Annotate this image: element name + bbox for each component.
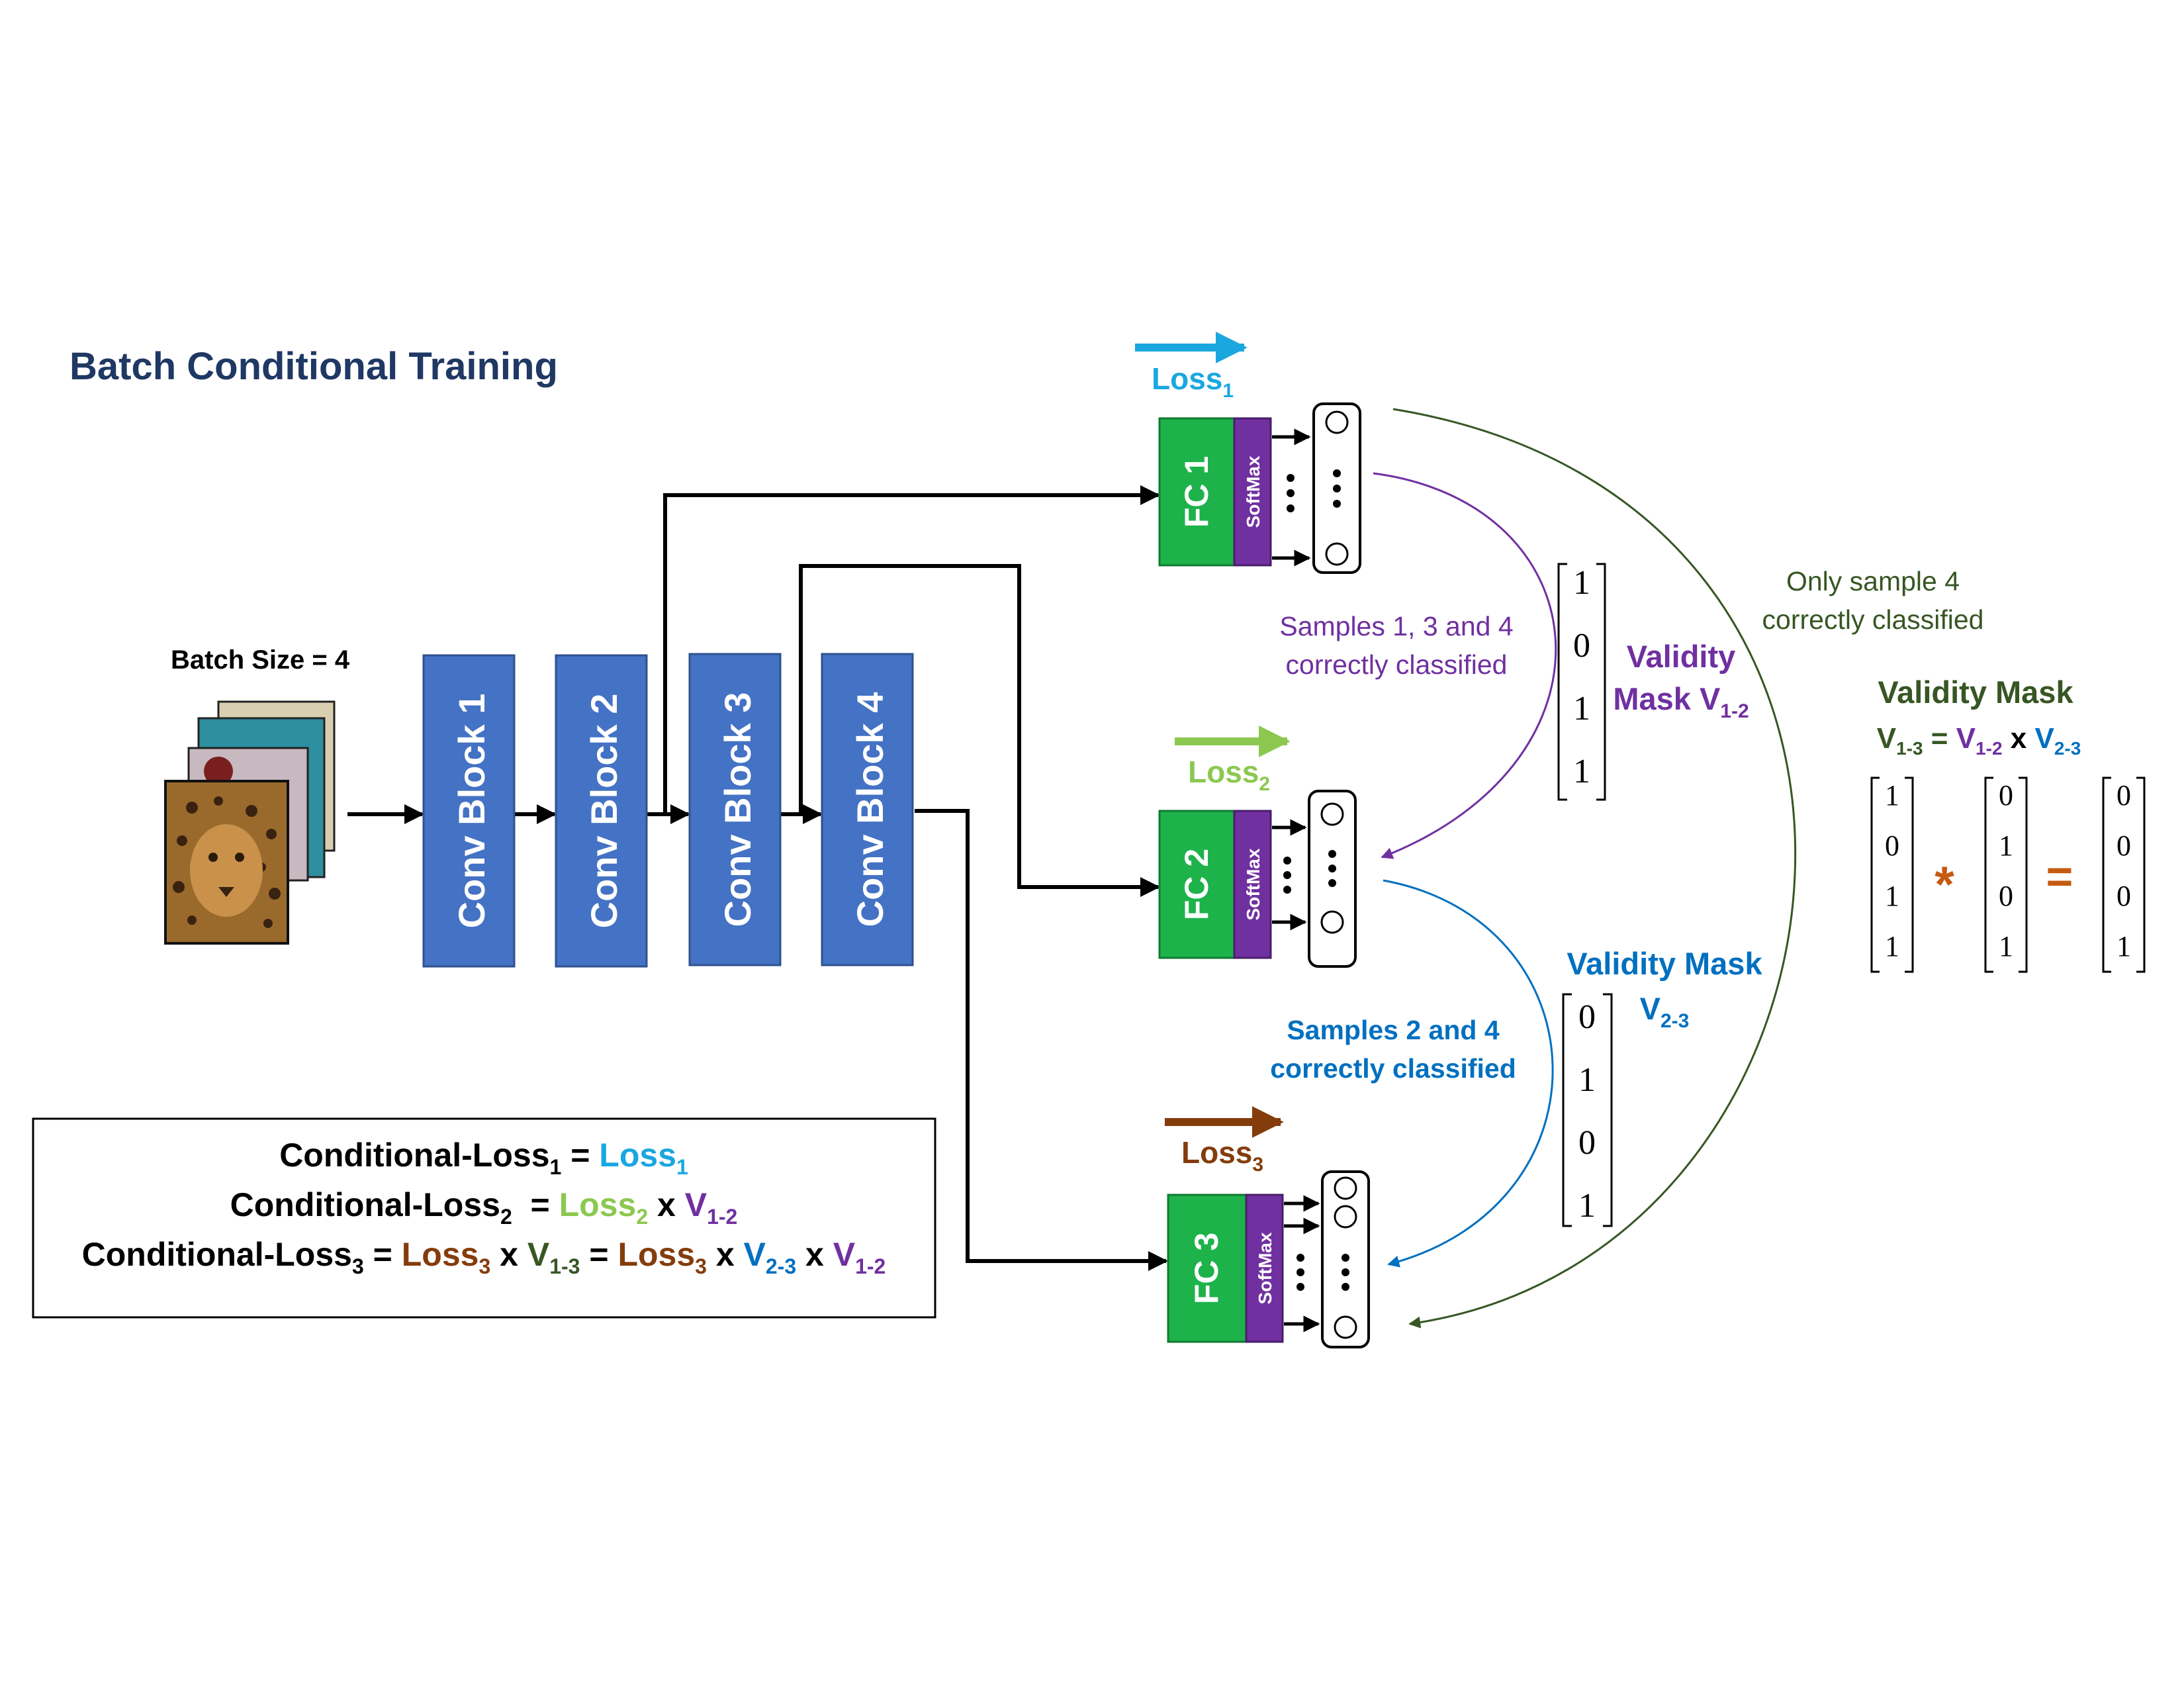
annotation-only4-line2: correctly classified <box>1762 604 1984 635</box>
conv-block-3: Conv Block 3 <box>688 653 782 966</box>
batch-size-label: Batch Size = 4 <box>171 645 350 675</box>
conv-block-4: Conv Block 4 <box>821 653 914 966</box>
softmax1-box <box>1233 417 1272 567</box>
loss1-label: Loss1 <box>1152 361 1234 402</box>
op-equals: = <box>2046 851 2073 902</box>
mask-v23-value-2: 1 <box>1578 1061 1596 1099</box>
loss2-label: Loss2 <box>1188 755 1270 795</box>
annotation-samples-24-line2: correctly classified <box>1270 1053 1516 1084</box>
fc3-label: FC 3 <box>1188 1233 1225 1304</box>
mask-v13-title: Validity Mask <box>1878 675 2073 710</box>
conv-block-4-label: Conv Block 4 <box>849 692 891 927</box>
flow-arrows <box>347 485 1168 1271</box>
conv-block-3-label: Conv Block 3 <box>717 692 758 927</box>
conv-block-1: Conv Block 1 <box>422 654 516 968</box>
vec-a-value-2: 0 <box>1885 829 1899 862</box>
leopard-face <box>190 824 263 917</box>
formula-line-3: Conditional-Loss3 = Loss3 x V1-3 = Loss3… <box>82 1236 886 1278</box>
fc1-label: FC 1 <box>1178 456 1215 528</box>
mask-v23-value-3: 0 <box>1578 1124 1596 1162</box>
mask-v13-vector-a: 1 0 1 1 <box>1870 776 1914 973</box>
softmax2-label: SoftMax <box>1243 848 1263 920</box>
head-2: Loss2 FC 2 SoftMax <box>1158 726 1357 968</box>
diagram-title: Batch Conditional Training <box>69 345 558 388</box>
head-1: Loss1 FC 1 SoftMax <box>1135 332 1361 574</box>
annotation-samples-24-line1: Samples 2 and 4 <box>1287 1015 1500 1045</box>
arrow-branch-fc1 <box>663 485 1160 814</box>
head-3: Loss3 FC 3 SoftMax <box>1165 1106 1370 1348</box>
mask-v13-vector-c: 0 0 0 1 <box>2102 776 2146 973</box>
conv-block-2: Conv Block 2 <box>555 654 648 968</box>
vec-c-value-2: 0 <box>2116 829 2131 862</box>
mask-v12-vector: 1 0 1 1 <box>1557 563 1606 801</box>
formula-box <box>32 1117 936 1319</box>
fc1-box <box>1158 417 1236 567</box>
softmax3-label: SoftMax <box>1255 1232 1275 1304</box>
annotation-only4-line1: Only sample 4 <box>1786 566 1960 596</box>
loss3-label: Loss3 <box>1181 1135 1263 1176</box>
vec-b-value-3: 0 <box>1999 880 2013 912</box>
vec-a-value-1: 1 <box>1885 779 1899 812</box>
arrow-branch-fc3 <box>915 809 1168 1271</box>
softmax1-label: SoftMax <box>1243 455 1263 528</box>
annotation-samples-134-line2: correctly classified <box>1286 649 1508 680</box>
output2-box <box>1308 790 1357 968</box>
mask-v23-vector: 0 1 0 1 <box>1562 993 1613 1227</box>
mask-v23-value-1: 0 <box>1578 998 1596 1036</box>
vec-b-value-2: 1 <box>1999 829 2013 862</box>
curve-fc1-to-fc3 <box>1392 408 1796 1329</box>
mask-v12-value-4: 1 <box>1573 753 1590 790</box>
mask-v12-value-1: 1 <box>1573 564 1590 602</box>
fc2-label: FC 2 <box>1178 849 1215 920</box>
mask-v23-label-line1: Validity Mask <box>1567 946 1762 981</box>
curve-fc1-to-fc2 <box>1373 472 1557 859</box>
mask-v13-equation: V1-3 = V1-2 x V2-3 <box>1877 722 2081 759</box>
annotation-samples-134-line1: Samples 1, 3 and 4 <box>1279 611 1513 641</box>
vec-c-value-1: 0 <box>2116 779 2131 812</box>
fc2-box <box>1158 810 1236 959</box>
vec-c-value-4: 1 <box>2116 930 2131 962</box>
mask-v12-value-2: 0 <box>1573 627 1590 665</box>
vec-a-value-3: 1 <box>1885 880 1899 912</box>
mask-v12-label-line1: Validity <box>1627 639 1736 674</box>
softmax2-box <box>1233 810 1272 959</box>
formula-line-2: Conditional-Loss2 = Loss2 x V1-2 <box>230 1186 738 1229</box>
mask-v12-value-3: 1 <box>1573 690 1590 727</box>
mask-v23-label-line2: V2-3 <box>1640 991 1690 1032</box>
batch-images <box>164 700 336 945</box>
mask-v23-value-4: 1 <box>1578 1187 1596 1225</box>
vec-b-value-4: 1 <box>1999 930 2013 962</box>
bird-head <box>204 757 233 786</box>
mask-v12-label-line2: Mask V1-2 <box>1613 681 1749 722</box>
formula-line-1: Conditional-Loss1 = Loss1 <box>279 1137 688 1179</box>
vec-c-value-3: 0 <box>2116 880 2131 912</box>
op-multiply: * <box>1934 857 1954 913</box>
curve-fc2-to-fc3 <box>1383 879 1554 1268</box>
softmax3-box <box>1245 1194 1284 1343</box>
vec-b-value-1: 0 <box>1999 779 2013 812</box>
conv-block-2-label: Conv Block 2 <box>583 694 625 929</box>
vec-a-value-4: 1 <box>1885 930 1899 962</box>
mask-v13-vector-b: 0 1 0 1 <box>1984 776 2028 973</box>
arrow-branch-fc2 <box>799 564 1160 897</box>
conv-block-1-label: Conv Block 1 <box>451 694 492 929</box>
